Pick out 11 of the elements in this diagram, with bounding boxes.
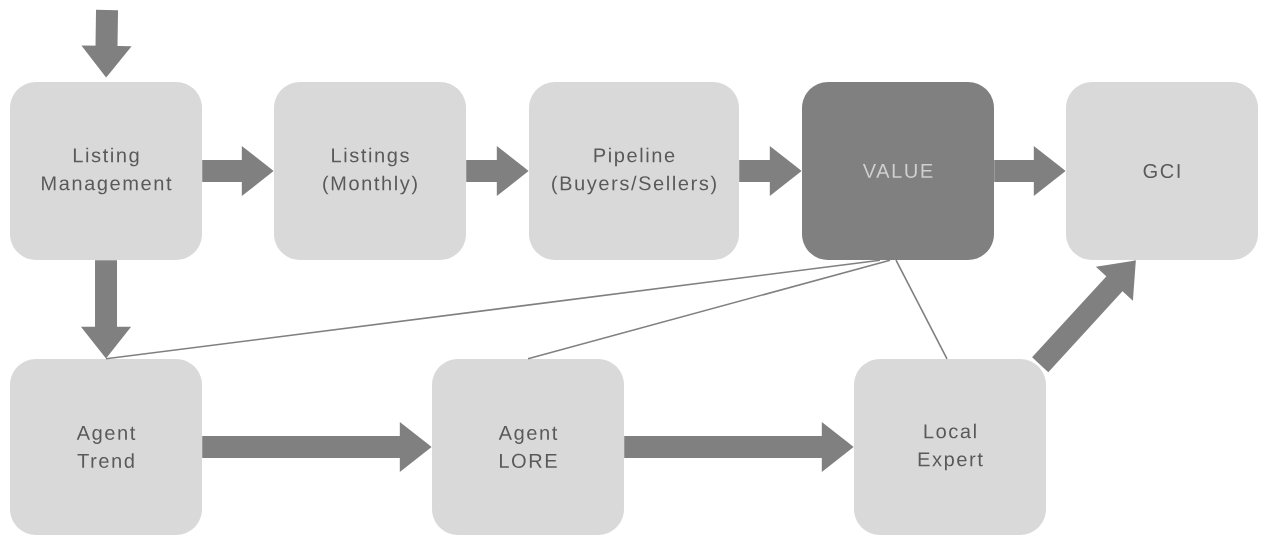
- connector-line: [105, 259, 881, 360]
- connector-line: [895, 259, 948, 360]
- process-box: Agent LORE: [432, 359, 624, 535]
- process-box: Listings (Monthly): [274, 82, 466, 260]
- process-box: Local Expert: [854, 359, 1046, 535]
- connector-line: [527, 259, 891, 360]
- process-box: Agent Trend: [10, 359, 202, 535]
- process-box: Listing Management: [10, 82, 202, 260]
- process-box: Pipeline (Buyers/Sellers): [529, 82, 739, 260]
- value-box: VALUE: [802, 82, 994, 260]
- process-box: GCI: [1066, 82, 1258, 260]
